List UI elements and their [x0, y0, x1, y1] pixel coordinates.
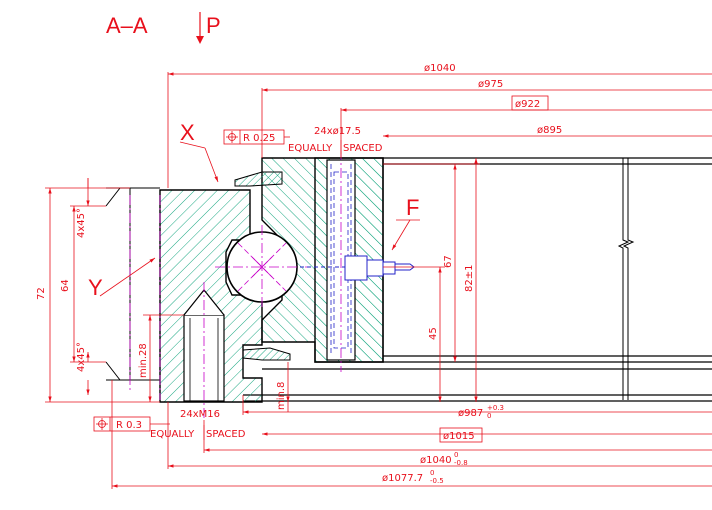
dim-d10777-tol-upper: 0 [430, 469, 434, 477]
dim-h82: 82±1 [464, 265, 475, 292]
callout-y: Y [88, 275, 103, 300]
runout-frame-top [223, 129, 290, 145]
dim-d987: ø987 [458, 408, 483, 419]
dim-d895: ø895 [537, 125, 562, 136]
spaced-top: SPACED [343, 143, 383, 154]
dimension-lines [45, 72, 712, 489]
seal-top [234, 171, 283, 187]
dim-d1040b: ø1040 [420, 455, 452, 466]
view-arrow [196, 12, 204, 44]
equally-bottom: EQUALLY [150, 429, 195, 440]
runout-bottom-text: R 0.3 [116, 420, 142, 431]
equally-top: EQUALLY [288, 143, 333, 154]
runout-top-text: R 0.25 [243, 133, 275, 144]
dim-h67: 67 [443, 255, 454, 268]
dim-d10777-tol-lower: -0.5 [430, 477, 444, 485]
dim-d987-tol-upper: +0.3 [487, 404, 504, 412]
dim-chamfer-bottom: 4x45° [76, 342, 87, 372]
dim-h64: 64 [60, 279, 71, 292]
view-label: P [206, 13, 221, 38]
dim-min28: min.28 [138, 343, 149, 378]
dim-d975: ø975 [478, 79, 503, 90]
dim-d1040: ø1040 [424, 63, 456, 74]
seal-bottom [242, 347, 291, 361]
holes-bottom-text: 24xM16 [180, 409, 220, 420]
dim-d987-tol-lower: 0 [487, 412, 491, 420]
dim-h72: 72 [36, 287, 47, 300]
spaced-bottom: SPACED [206, 429, 246, 440]
dim-d10777: ø1077.7 [382, 473, 423, 484]
ball [215, 225, 309, 309]
dim-d1040b-tol-lower: -0.8 [454, 459, 468, 467]
dim-chamfer-top: 4x45° [76, 208, 87, 238]
callout-x: X [180, 120, 195, 145]
holes-top-text: 24xø17.5 [314, 126, 361, 137]
dim-d1040b-tol-upper: 0 [454, 451, 458, 459]
section-label: A–A [106, 13, 148, 38]
dim-d1015: ø1015 [443, 431, 475, 442]
runout-frame-bottom [93, 416, 170, 432]
dim-h45: 45 [428, 327, 439, 340]
grease-nipple [300, 255, 415, 281]
dim-d922: ø922 [515, 99, 540, 110]
tapped-hole-m16 [183, 282, 225, 418]
box-1015 [439, 427, 483, 443]
box-922 [511, 95, 549, 111]
break-line [617, 158, 635, 400]
dim-min8: min.8 [276, 382, 287, 410]
callout-f: F [406, 195, 419, 220]
